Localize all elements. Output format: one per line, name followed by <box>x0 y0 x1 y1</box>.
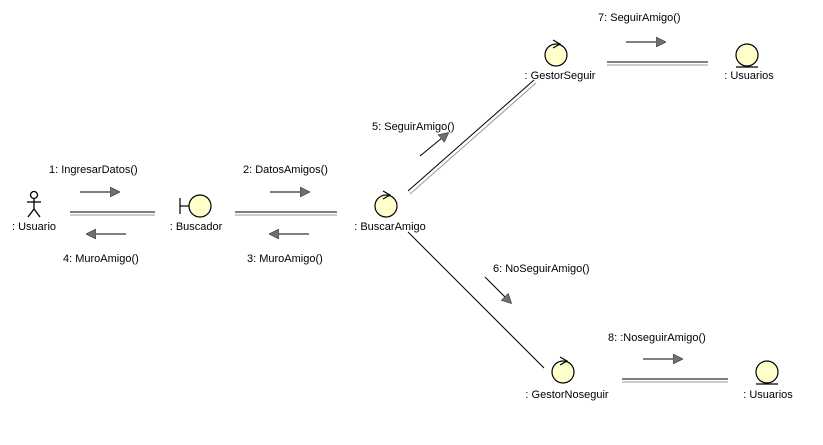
buscador-object[interactable]: : Buscador <box>170 194 223 233</box>
usuario-actor[interactable]: : Usuario <box>12 190 56 234</box>
usuarios-top-object[interactable]: : Usuarios <box>724 43 774 82</box>
message-label-m1: 1: IngresarDatos() <box>49 164 138 176</box>
link-usuario-buscador[interactable] <box>70 211 155 216</box>
buscaramigo-object[interactable]: : BuscarAmigo <box>354 190 426 233</box>
message-labels: 1: IngresarDatos() 4: MuroAmigo() 2: Dat… <box>49 12 706 344</box>
message-label-m7: 7: SeguirAmigo() <box>598 12 681 24</box>
gestornoseguir-object[interactable]: : GestorNoseguir <box>525 356 609 401</box>
link-gestornoseguir-usuarios[interactable] <box>622 378 728 383</box>
control-icon <box>544 39 568 67</box>
links <box>70 61 728 383</box>
message-label-m3: 3: MuroAmigo() <box>247 253 323 265</box>
entity-icon <box>735 43 759 68</box>
message-arrow-m5[interactable] <box>419 133 448 157</box>
control-icon <box>374 190 398 218</box>
message-label-m2: 2: DatosAmigos() <box>243 164 328 176</box>
message-arrows <box>80 42 682 359</box>
boundary-icon <box>179 194 212 218</box>
gestorseguir-object[interactable]: : GestorSeguir <box>525 39 596 82</box>
gestornoseguir-label: : GestorNoseguir <box>525 389 608 401</box>
gestorseguir-label: : GestorSeguir <box>525 70 596 82</box>
control-icon <box>551 356 575 384</box>
usuarios-bottom-object[interactable]: : Usuarios <box>743 360 793 401</box>
message-arrow-m6[interactable] <box>484 276 511 303</box>
entity-icon <box>755 360 779 385</box>
buscaramigo-label: : BuscarAmigo <box>354 221 426 233</box>
link-gestorseguir-usuarios[interactable] <box>607 61 708 66</box>
link-buscaramigo-gestorseguir[interactable] <box>407 79 537 195</box>
message-label-m4: 4: MuroAmigo() <box>63 253 139 265</box>
message-label-m8: 8: :NoseguirAmigo() <box>608 332 706 344</box>
actor-icon <box>27 190 41 218</box>
link-buscaramigo-gestornoseguir[interactable] <box>407 231 545 369</box>
usuarios-bottom-label: : Usuarios <box>743 389 793 401</box>
usuario-label: : Usuario <box>12 221 56 233</box>
usuarios-top-label: : Usuarios <box>724 70 774 82</box>
message-label-m6: 6: NoSeguirAmigo() <box>493 263 590 275</box>
link-buscador-buscaramigo[interactable] <box>235 211 337 216</box>
message-label-m5: 5: SeguirAmigo() <box>372 121 455 133</box>
buscador-label: : Buscador <box>170 221 223 233</box>
